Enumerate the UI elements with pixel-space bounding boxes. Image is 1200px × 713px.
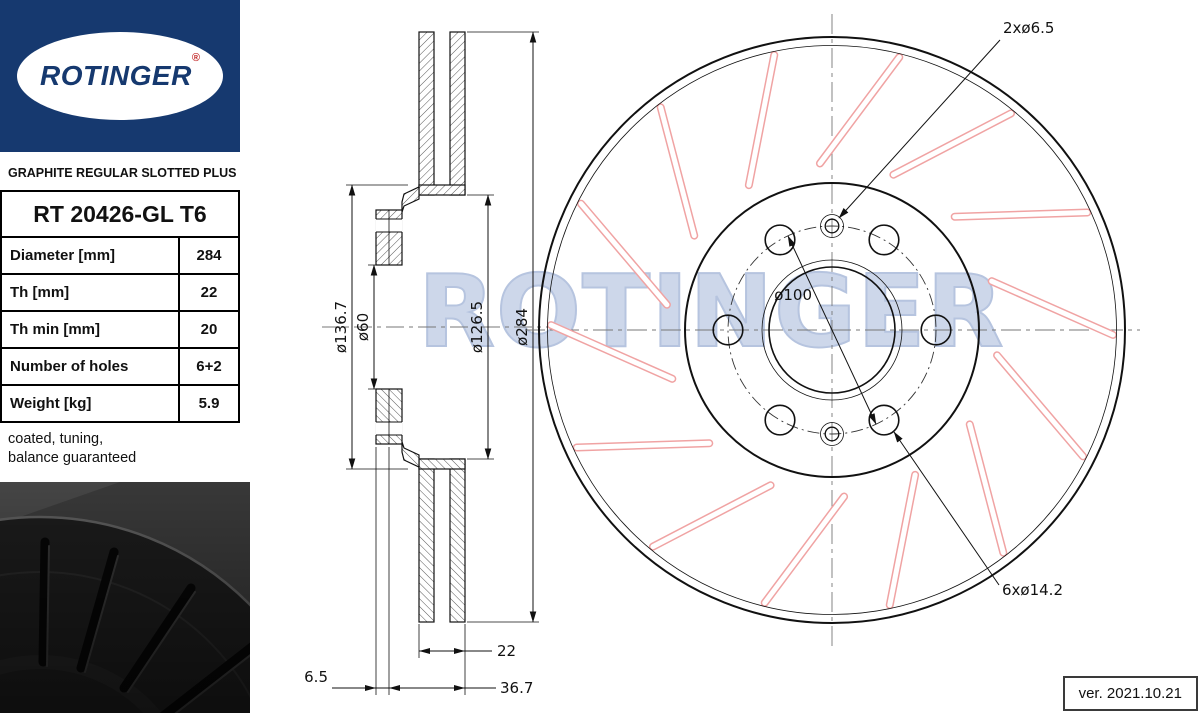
bolt-circle: [727, 225, 937, 435]
spec-row: Diameter [mm] 284: [2, 238, 238, 274]
product-photo: [0, 482, 250, 713]
bolt-circle-dimension-line: [787, 235, 877, 425]
label-small-holes: 2xø6.5: [1003, 19, 1054, 37]
front-dimensions: 2xø6.5 ø100 6xø14.2: [774, 19, 1063, 599]
brand-logo: ROTINGER®: [0, 0, 240, 152]
brand-name: ROTINGER: [40, 60, 192, 91]
registered-mark-icon: ®: [191, 52, 200, 64]
spec-label: Th [mm]: [2, 273, 180, 311]
spec-table: Diameter [mm] 284 Th [mm] 22 Th min [mm]…: [2, 238, 238, 421]
dim-inner-diameter: ø126.5: [468, 301, 486, 353]
spec-label: Number of holes: [2, 347, 180, 385]
front-view: [525, 14, 1140, 646]
chamfer-circle: [547, 45, 1117, 615]
hat-circle: [684, 182, 980, 478]
spec-label: Weight [kg]: [2, 384, 180, 421]
dim-outer-diameter: ø284: [513, 308, 531, 346]
spec-value: 20: [179, 310, 238, 348]
label-big-holes: 6xø14.2: [1002, 581, 1063, 599]
brand-logo-ellipse: ROTINGER®: [17, 32, 223, 120]
note-line: balance guaranteed: [8, 449, 137, 466]
spec-value: 6+2: [179, 347, 238, 385]
spec-value: 5.9: [179, 384, 238, 421]
info-panel: ROTINGER® GRAPHITE REGULAR SLOTTED PLUS …: [0, 0, 250, 713]
outer-diameter-circle: [538, 36, 1126, 624]
spec-value: 22: [179, 273, 238, 311]
big-holes-leader: [893, 431, 1000, 586]
spec-label: Diameter [mm]: [2, 238, 180, 274]
product-notes: coated, tuning, balance guaranteed: [0, 423, 250, 468]
version-stamp: ver. 2021.10.21: [1062, 676, 1198, 711]
spec-value: 284: [196, 247, 222, 264]
note-line: coated, tuning,: [8, 431, 104, 447]
dim-thickness: 22: [497, 642, 516, 660]
watermark-text: ROTINGER: [417, 253, 1005, 370]
spec-block: RT 20426-GL T6 Diameter [mm] 284 Th [mm]…: [0, 190, 240, 423]
dim-bore-diameter: ø60: [354, 313, 372, 341]
spec-row: Weight [kg] 5.9: [2, 384, 238, 421]
spec-row: Th min [mm] 20: [2, 310, 238, 348]
section-dimension-labels: ø136.7 ø60 ø126.5 ø284 22 6.5 36.7: [304, 301, 533, 697]
dim-width: 36.7: [500, 679, 533, 697]
spec-label: Th min [mm]: [2, 310, 180, 348]
cross-section-view: [322, 31, 548, 623]
label-bolt-circle: ø100: [774, 286, 812, 304]
spec-row: Number of holes 6+2: [2, 347, 238, 385]
series-label: GRAPHITE REGULAR SLOTTED PLUS: [8, 166, 237, 180]
dim-hat-diameter: ø136.7: [332, 301, 350, 353]
product-code: RT 20426-GL T6: [2, 192, 238, 238]
spec-row: Th [mm] 22: [2, 273, 238, 311]
slot-pattern: [547, 50, 1117, 610]
section-dimensions: [332, 31, 539, 695]
small-holes-leader: [838, 39, 1001, 219]
dim-offset: 6.5: [304, 668, 328, 686]
